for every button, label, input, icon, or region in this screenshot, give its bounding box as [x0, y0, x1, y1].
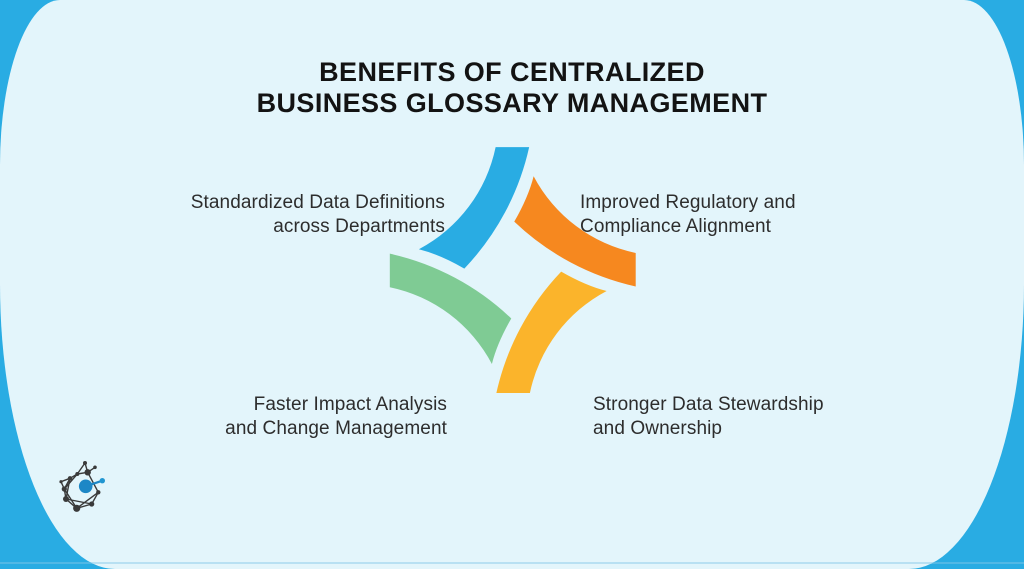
swoosh-green-bottom-left — [389, 253, 512, 364]
logo-blue-node — [99, 478, 105, 484]
logo-nodes — [59, 461, 101, 512]
logo-blue-hub — [78, 479, 93, 494]
swoosh-yellow-bottom-right — [496, 271, 607, 394]
benefit-label-bottom-right: Stronger Data Stewardship and Ownership — [593, 394, 824, 439]
pinwheel-diagram — [389, 147, 636, 394]
bottom-divider-line — [0, 562, 1024, 564]
benefit-label-top-left: Standardized Data Definitions across Dep… — [190, 192, 445, 237]
data-network-logo-icon — [59, 461, 105, 512]
benefit-label-top-right: Improved Regulatory and Compliance Align… — [580, 192, 796, 237]
benefit-label-bottom-left: Faster Impact Analysis and Change Manage… — [225, 394, 447, 439]
page-title: BENEFITS OF CENTRALIZED BUSINESS GLOSSAR… — [256, 57, 768, 118]
